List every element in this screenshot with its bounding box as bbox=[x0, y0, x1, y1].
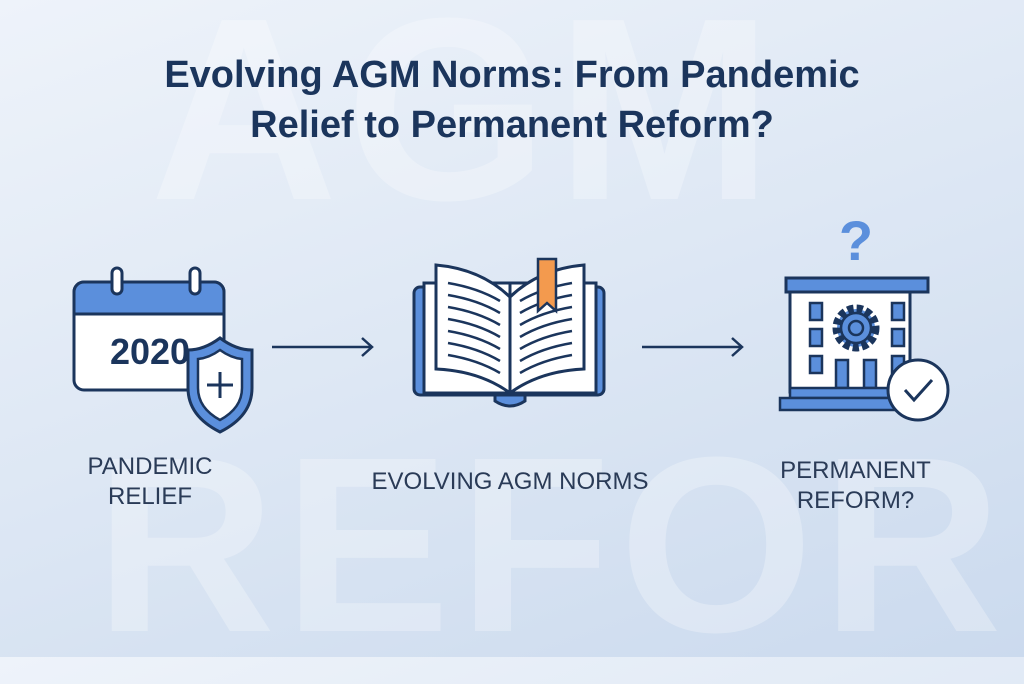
step-label-permanent-reform: PERMANENT REFORM? bbox=[768, 456, 943, 516]
step-label-evolving-agm-norms: EVOLVING AGM NORMS bbox=[371, 468, 649, 495]
bookmark-icon bbox=[536, 257, 558, 314]
watermark-reform: REFORM bbox=[95, 405, 1024, 684]
label-line: PANDEMIC bbox=[87, 453, 213, 480]
label-line: REFORM? bbox=[796, 487, 915, 514]
label-line: RELIEF bbox=[107, 483, 193, 510]
page-title: Evolving AGM Norms: From Pandemic Relief… bbox=[0, 50, 1024, 150]
label-line: PERMANENT bbox=[780, 457, 931, 484]
title-line-1: Evolving AGM Norms: From Pandemic bbox=[164, 54, 860, 96]
calendar-year: 2020 bbox=[110, 331, 190, 372]
check-circle-icon bbox=[886, 358, 950, 422]
title-line-2: Relief to Permanent Reform? bbox=[250, 104, 774, 146]
question-mark: ? bbox=[839, 209, 873, 272]
open-book-icon bbox=[412, 257, 606, 408]
building-gear-check-icon: ? bbox=[778, 209, 950, 422]
arrow-right-icon bbox=[642, 337, 744, 357]
calendar-shield-icon: 2020 bbox=[72, 266, 254, 434]
watermark-agm: AGM bbox=[150, 0, 781, 255]
arrow-right-icon bbox=[272, 337, 374, 357]
step-label-pandemic-relief: PANDEMIC RELIEF bbox=[70, 452, 230, 512]
